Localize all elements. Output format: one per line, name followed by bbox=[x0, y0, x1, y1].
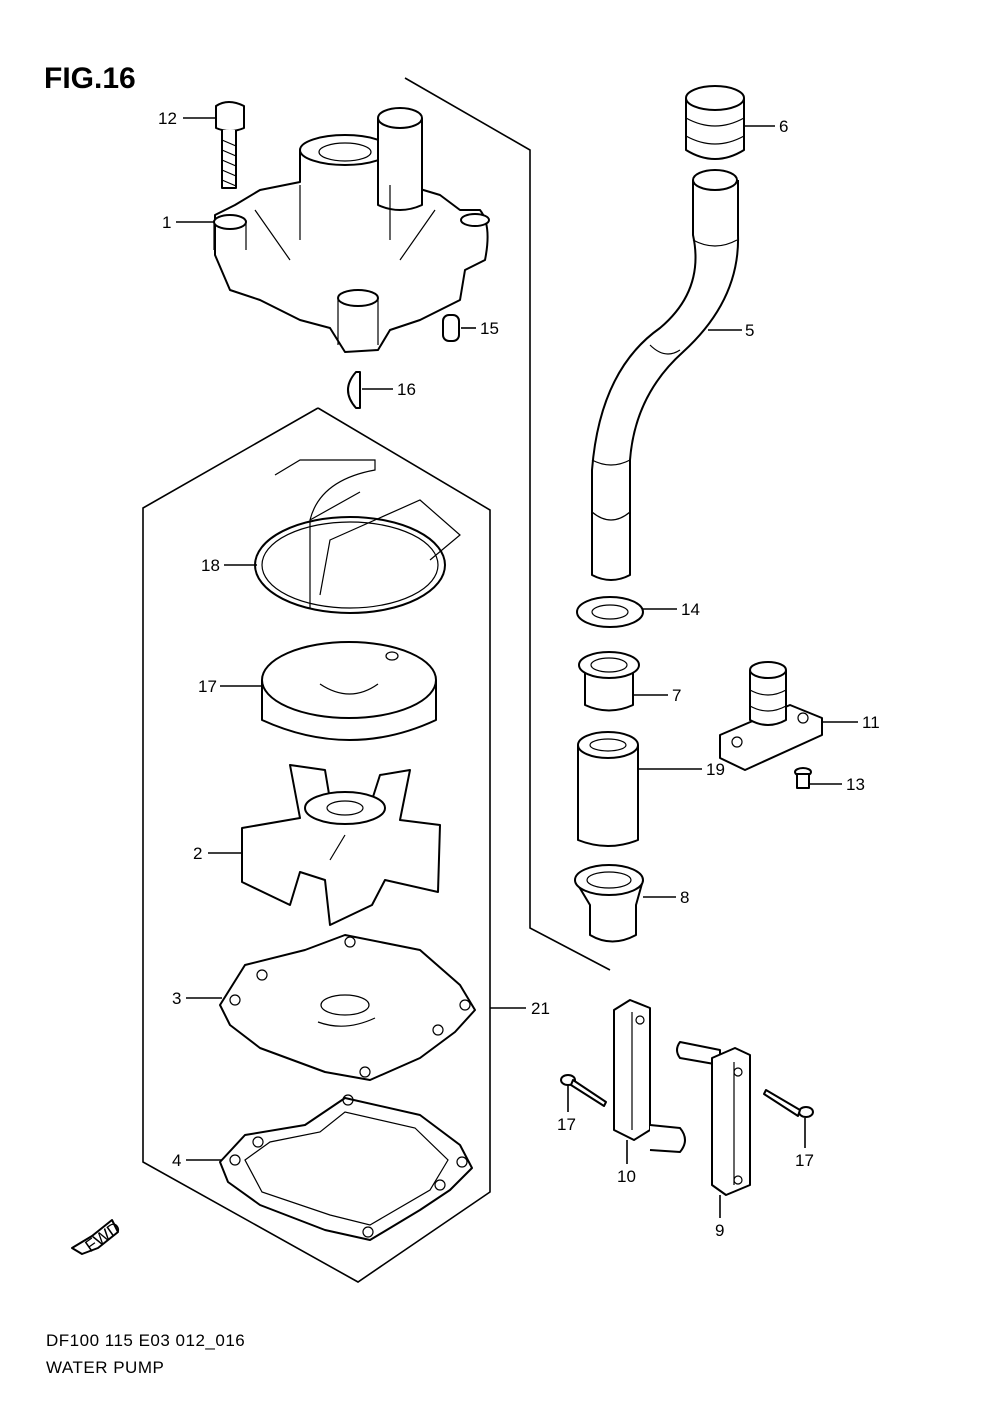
callout-15: 15 bbox=[480, 319, 499, 338]
pin-bracket-part[interactable] bbox=[676, 1041, 751, 1196]
tube-seal-part[interactable] bbox=[574, 864, 644, 943]
callout-3: 3 bbox=[172, 989, 181, 1008]
o-ring-part[interactable] bbox=[254, 459, 461, 614]
seal-washer-part[interactable] bbox=[576, 596, 644, 628]
callout-4: 4 bbox=[172, 1151, 181, 1170]
case-bracket-outline bbox=[404, 77, 611, 971]
callout-17-left: 17 bbox=[557, 1115, 576, 1134]
dowel-pin-part[interactable] bbox=[442, 314, 460, 342]
forward-arrow-icon: FWD bbox=[71, 1218, 125, 1256]
pipe-plate-part[interactable] bbox=[719, 661, 823, 771]
callout-9: 9 bbox=[715, 1221, 724, 1240]
tapping-screw-right-part[interactable] bbox=[763, 1089, 814, 1118]
callout-16: 16 bbox=[397, 380, 416, 399]
bolt-part[interactable] bbox=[215, 101, 245, 189]
figure-title: FIG.16 bbox=[44, 62, 136, 95]
figure-name: WATER PUMP bbox=[46, 1358, 165, 1377]
callout-20: 19 bbox=[706, 760, 725, 779]
spacer-tube-part[interactable] bbox=[577, 731, 639, 847]
callout-14: 14 bbox=[681, 600, 700, 619]
callout-12: 12 bbox=[158, 109, 177, 128]
pump-case-part[interactable] bbox=[213, 107, 490, 353]
callout-7: 7 bbox=[672, 686, 681, 705]
bracket-bar-part[interactable] bbox=[613, 999, 686, 1153]
screw-part[interactable] bbox=[794, 767, 812, 789]
key-part[interactable] bbox=[347, 371, 361, 409]
callout-6: 6 bbox=[779, 117, 788, 136]
kit-bracket-outline bbox=[142, 407, 491, 1283]
callout-5: 5 bbox=[745, 321, 754, 340]
callout-11: 11 bbox=[862, 713, 880, 732]
callout-10: 10 bbox=[617, 1167, 636, 1186]
pump-plate-part[interactable] bbox=[219, 934, 476, 1081]
grommet-part[interactable] bbox=[685, 85, 745, 160]
callout-1: 1 bbox=[162, 213, 171, 232]
callout-18: 17 bbox=[198, 677, 217, 696]
pump-liner-part[interactable] bbox=[261, 641, 437, 741]
callout-13: 13 bbox=[846, 775, 865, 794]
leader-lines bbox=[176, 117, 858, 1218]
figure-code: DF100 115 E03 012_016 bbox=[46, 1331, 246, 1350]
callout-8: 8 bbox=[680, 888, 689, 907]
water-tube-part[interactable] bbox=[591, 169, 740, 581]
tube-grommet-part[interactable] bbox=[578, 651, 640, 712]
gasket-part[interactable] bbox=[219, 1094, 473, 1241]
callout-19: 18 bbox=[201, 556, 220, 575]
callout-17-right: 17 bbox=[795, 1151, 814, 1170]
callout-21: 21 bbox=[531, 999, 550, 1018]
tapping-screw-left-part[interactable] bbox=[560, 1074, 607, 1107]
impeller-part[interactable] bbox=[241, 764, 441, 926]
forward-arrow-label: FWD bbox=[82, 1218, 125, 1256]
callout-2: 2 bbox=[193, 844, 202, 863]
